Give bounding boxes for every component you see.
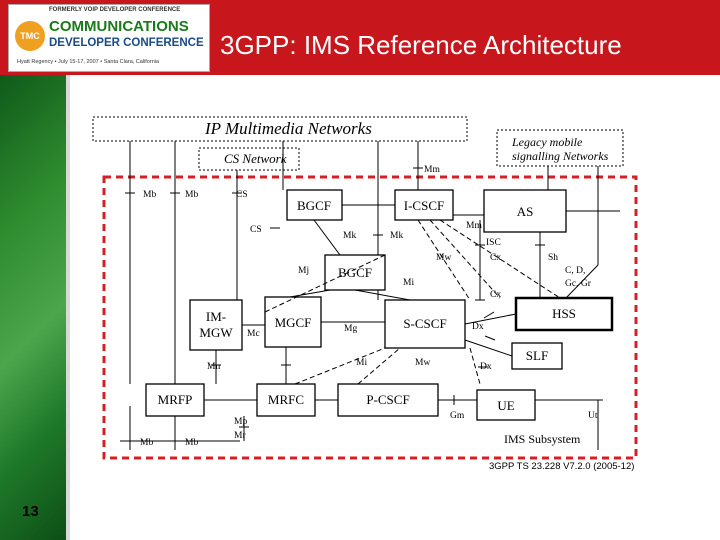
label-mc: Mc	[247, 329, 260, 339]
label-mb-3: Mb	[140, 438, 153, 448]
label-mg: Mg	[344, 324, 357, 334]
label-mp: Mp	[234, 417, 247, 427]
page-number: 13	[22, 503, 39, 520]
ue-node	[476, 389, 536, 421]
label-mw-1: Mw	[436, 253, 451, 263]
icscf-label: I-CSCF	[404, 198, 444, 213]
slide-title: 3GPP: IMS Reference Architecture	[220, 30, 622, 60]
hss-label: HSS	[552, 306, 576, 321]
label-dx-1: Dx	[472, 322, 484, 332]
conference-logo: FORMERLY VOIP DEVELOPER CONFERENCE TMC C…	[8, 4, 210, 72]
logo-line3: Hyatt Regency • July 15-17, 2007 • Santa…	[17, 59, 160, 65]
legacy-networks-box	[496, 129, 624, 167]
green-sidebar	[0, 75, 70, 540]
label-cd-1: C, D,	[565, 266, 585, 276]
scscf-node	[384, 299, 466, 349]
hss-node	[514, 296, 614, 332]
label-mk-1: Mk	[343, 231, 356, 241]
cs-network-label: CS Network	[224, 151, 287, 166]
slf-label: SLF	[526, 348, 548, 363]
label-mm-1: Mm	[424, 165, 440, 175]
bgcf-top-label: BGCF	[297, 198, 331, 213]
ue-label: UE	[497, 398, 514, 413]
label-mm-2: Mm	[466, 221, 482, 231]
pcscf-label: P-CSCF	[366, 392, 409, 407]
label-gm: Gm	[450, 411, 465, 421]
mrfp-label: MRFP	[158, 392, 193, 407]
label-cd-2: Gc, Gr	[565, 279, 592, 289]
ims-subsystem-label: IMS Subsystem	[504, 432, 581, 446]
ims-subsystem-border	[102, 175, 638, 460]
label-mn: Mn	[207, 362, 220, 372]
label-cs-1: CS	[236, 190, 248, 200]
slf-node	[511, 342, 563, 370]
legacy-label-2: signalling Networks	[512, 149, 609, 163]
label-cs-2: CS	[250, 225, 262, 235]
scscf-label: S-CSCF	[403, 316, 446, 331]
mgcf-label: MGCF	[275, 315, 312, 330]
im-mgw-node	[189, 299, 243, 351]
as-label: AS	[517, 204, 534, 219]
mrfc-label: MRFC	[268, 392, 304, 407]
label-isc: ISC	[486, 238, 501, 248]
label-mb-4: Mb	[185, 438, 198, 448]
ip-networks-label: IP Multimedia Networks	[204, 119, 372, 138]
label-sh: Sh	[548, 253, 558, 263]
logo-badge: TMC	[15, 21, 45, 51]
label-mb-2: Mb	[185, 190, 198, 200]
pcscf-node	[337, 383, 439, 417]
logo-line1: COMMUNICATIONS	[49, 18, 189, 35]
bgcf-mid-node	[324, 254, 386, 291]
logo-line2: DEVELOPER CONFERENCE	[49, 37, 204, 49]
label-dx-2: Dx	[480, 362, 492, 372]
label-mk-2: Mk	[390, 231, 403, 241]
ip-networks-box	[92, 116, 468, 142]
label-mb-1: Mb	[143, 190, 156, 200]
label-mr: Mr	[234, 431, 246, 441]
im-mgw-label-2: MGW	[199, 325, 233, 340]
label-mi-1: Mi	[403, 278, 414, 288]
label-cx-2: Cx	[490, 290, 501, 300]
label-mw-2: Mw	[415, 358, 430, 368]
cs-network-box	[198, 147, 300, 171]
legacy-label-1: Legacy mobile	[511, 135, 583, 149]
bgcf-mid-label: BGCF	[338, 265, 372, 280]
mgcf-node	[264, 296, 322, 348]
mrfp-node	[145, 383, 205, 417]
label-ut: Ut	[588, 411, 598, 421]
source-citation: 3GPP TS 23.228 V7.2.0 (2005-12)	[489, 461, 634, 472]
label-mi-2: Mi	[356, 358, 367, 368]
label-cx-1: Cx	[490, 253, 501, 263]
logo-tagline: FORMERLY VOIP DEVELOPER CONFERENCE	[49, 7, 181, 13]
im-mgw-label-1: IM-	[206, 309, 226, 324]
label-mj: Mj	[298, 266, 309, 276]
